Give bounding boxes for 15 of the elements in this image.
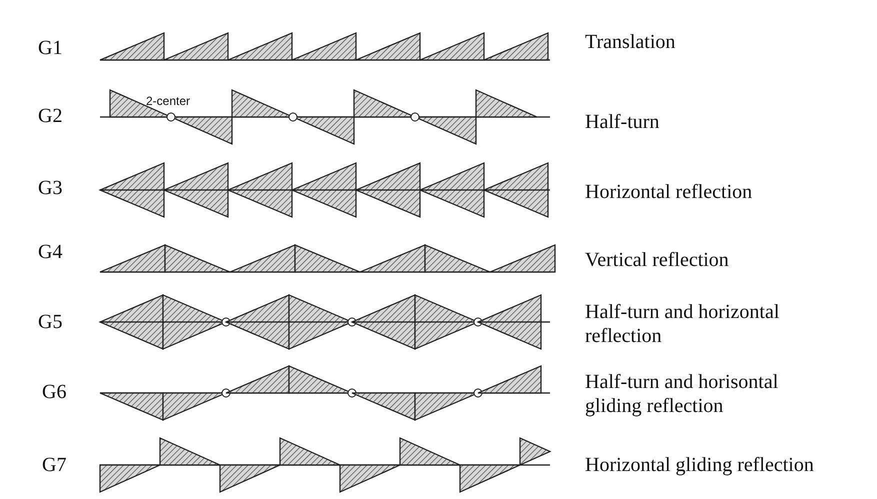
row-label: G2 [38,104,62,128]
row-label: G7 [42,453,66,477]
row-label: G6 [42,380,66,404]
symmetry-label: Translation [585,30,676,54]
row-label: G3 [38,176,62,200]
row-label: G4 [38,240,62,264]
row-label: G1 [38,36,62,60]
symmetry-label: Half-turn and horizontal reflection [585,300,780,348]
symmetry-label: Vertical reflection [585,248,729,272]
row-label: G5 [38,310,62,334]
symmetry-label: Horizontal reflection [585,180,752,204]
symmetry-label: Half-turn and horisontal gliding reflection [585,370,780,418]
point-label: 2-center [146,94,190,108]
symmetry-label: Horizontal gliding reflection [585,453,814,477]
symmetry-label: Half-turn [585,110,660,134]
